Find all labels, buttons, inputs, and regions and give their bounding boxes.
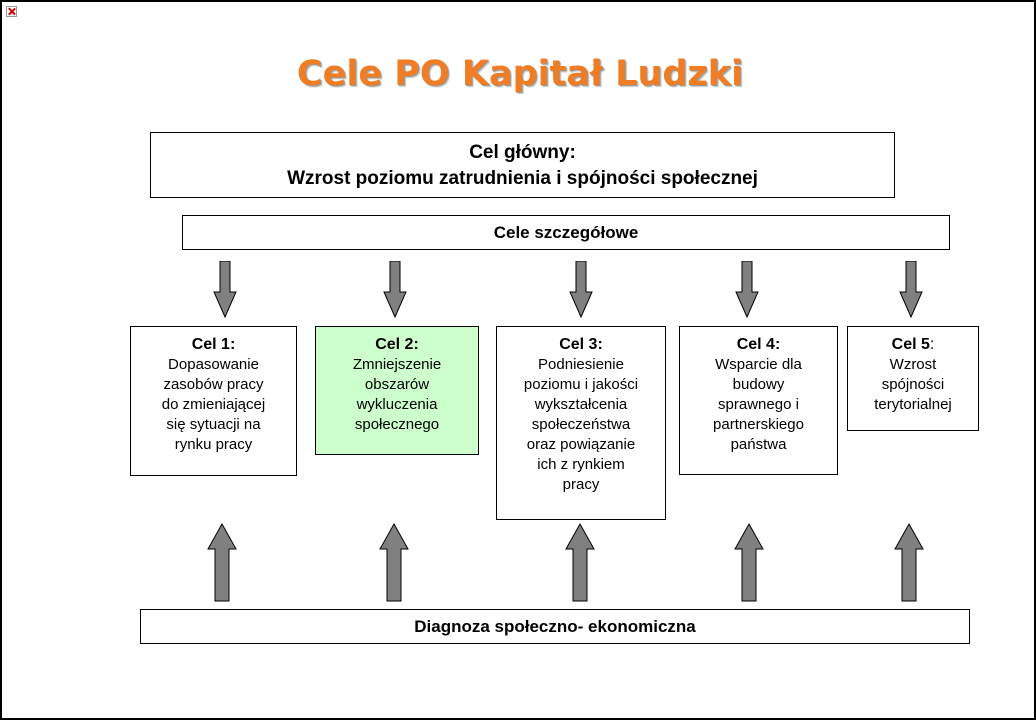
down-arrow-icon	[383, 261, 407, 318]
down-arrow-icon	[569, 261, 593, 318]
goal-4-heading: Cel 4:	[736, 336, 781, 353]
up-arrow-icon	[207, 523, 237, 602]
up-arrow-icon	[894, 523, 924, 602]
up-arrow-icon	[565, 523, 595, 602]
goal-1-box: Cel 1: Dopasowanie zasobów pracy do zmie…	[130, 326, 297, 476]
down-arrow-icon	[213, 261, 237, 318]
goal-3-box: Cel 3: Podniesienie poziomu i jakości wy…	[496, 326, 666, 520]
goal-3-heading: Cel 3:	[559, 336, 603, 353]
slide-title: Cele PO Kapitał Ludzki	[296, 54, 744, 94]
goal-1-text: Dopasowanie zasobów pracy do zmieniające…	[161, 356, 266, 453]
diagnosis-box: Diagnoza społeczno- ekonomiczna	[140, 609, 970, 644]
goal-5-box: Cel 5: Wzrost spójności terytorialnej	[847, 326, 979, 431]
main-goal-heading: Cel główny:	[469, 142, 576, 163]
goal-3-text: Podniesienie poziomu i jakości wykształc…	[523, 356, 639, 493]
goal-5-text: Wzrost spójności terytorialnej	[874, 356, 952, 413]
goal-4-text: Wsparcie dla budowy sprawnego i partners…	[713, 356, 804, 453]
broken-image-icon	[6, 6, 17, 17]
main-goal-box: Cel główny: Wzrost poziomu zatrudnienia …	[150, 132, 895, 198]
goal-2-box: Cel 2: Zmniejszenie obszarów wykluczenia…	[315, 326, 479, 455]
goal-5-heading-label: Cel 5	[891, 336, 930, 353]
specific-goals-box: Cele szczegółowe	[182, 215, 950, 250]
goal-2-heading: Cel 2:	[375, 336, 419, 353]
main-goal-text: Wzrost poziomu zatrudnienia i spójności …	[287, 168, 758, 189]
goal-4-box: Cel 4: Wsparcie dla budowy sprawnego i p…	[679, 326, 838, 475]
goal-1-heading: Cel 1:	[191, 336, 236, 353]
up-arrow-icon	[734, 523, 764, 602]
down-arrow-icon	[735, 261, 759, 318]
goal-2-text: Zmniejszenie obszarów wykluczenia społec…	[352, 356, 442, 433]
up-arrow-icon	[379, 523, 409, 602]
goal-5-heading: Cel 5:	[854, 335, 972, 355]
goal-5-heading-colon: :	[929, 336, 935, 353]
down-arrow-icon	[899, 261, 923, 318]
